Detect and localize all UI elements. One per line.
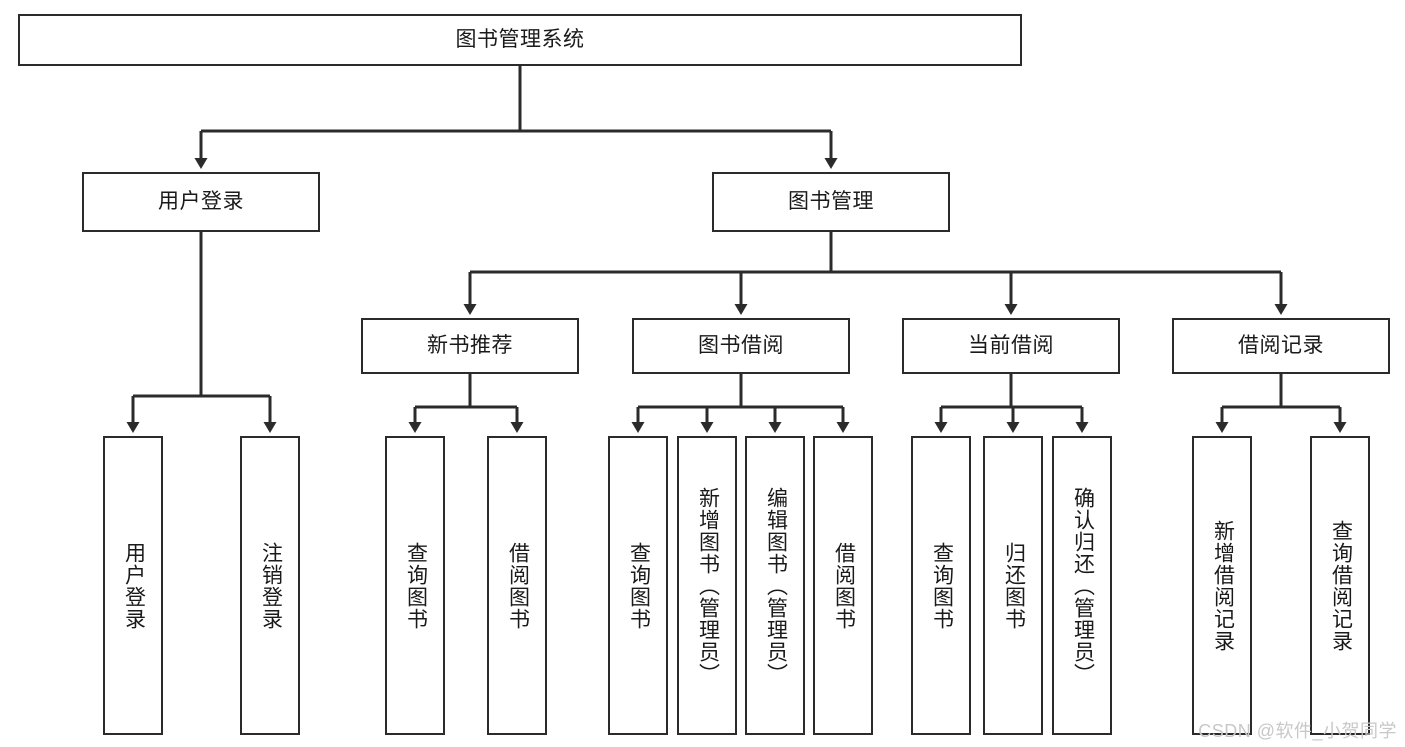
node-leaf-add-record[interactable]: 新增借阅记录 (1192, 436, 1252, 735)
node-label: 用户登录 (158, 190, 244, 214)
node-current-borrow[interactable]: 当前借阅 (902, 318, 1120, 374)
node-label: 确认归还（管理员） (1071, 486, 1095, 685)
node-book-borrow[interactable]: 图书借阅 (632, 318, 850, 374)
node-label: 归还图书 (1002, 541, 1026, 630)
node-label: 当前借阅 (968, 334, 1054, 358)
node-leaf-user-login[interactable]: 用户登录 (103, 436, 163, 735)
node-label: 图书借阅 (698, 334, 784, 358)
node-label: 图书管理 (788, 190, 874, 214)
node-label: 查询图书 (930, 541, 954, 630)
node-label: 借阅图书 (506, 541, 530, 630)
node-label: 借阅记录 (1238, 334, 1324, 358)
node-label: 新增图书（管理员） (696, 486, 720, 685)
node-leaf-return-book[interactable]: 归还图书 (983, 436, 1043, 735)
node-label: 用户登录 (122, 541, 146, 630)
node-leaf-edit-book[interactable]: 编辑图书（管理员） (745, 436, 805, 735)
node-leaf-query-book-1[interactable]: 查询图书 (385, 436, 445, 735)
node-book-manage[interactable]: 图书管理 (712, 172, 950, 232)
node-label: 图书管理系统 (455, 28, 585, 52)
connector-layer (126, 66, 1347, 433)
node-leaf-query-book-2[interactable]: 查询图书 (608, 436, 668, 735)
node-leaf-borrow-book-1[interactable]: 借阅图书 (487, 436, 547, 735)
node-label: 注销登录 (259, 541, 283, 630)
node-label: 查询借阅记录 (1329, 519, 1353, 652)
node-label: 借阅图书 (832, 541, 856, 630)
node-label: 新增借阅记录 (1211, 519, 1235, 652)
node-label: 查询图书 (627, 541, 651, 630)
node-leaf-query-book-3[interactable]: 查询图书 (911, 436, 971, 735)
node-leaf-confirm-return[interactable]: 确认归还（管理员） (1052, 436, 1112, 735)
node-label: 编辑图书（管理员） (764, 486, 788, 685)
node-leaf-borrow-book-2[interactable]: 借阅图书 (813, 436, 873, 735)
node-label: 查询图书 (404, 541, 428, 630)
node-user-login[interactable]: 用户登录 (82, 172, 320, 232)
node-leaf-query-record[interactable]: 查询借阅记录 (1310, 436, 1370, 735)
node-new-book-rec[interactable]: 新书推荐 (361, 318, 579, 374)
node-leaf-add-book[interactable]: 新增图书（管理员） (677, 436, 737, 735)
node-borrow-record[interactable]: 借阅记录 (1172, 318, 1390, 374)
node-root-system[interactable]: 图书管理系统 (18, 14, 1022, 66)
node-leaf-user-logout[interactable]: 注销登录 (240, 436, 300, 735)
node-label: 新书推荐 (427, 334, 513, 358)
